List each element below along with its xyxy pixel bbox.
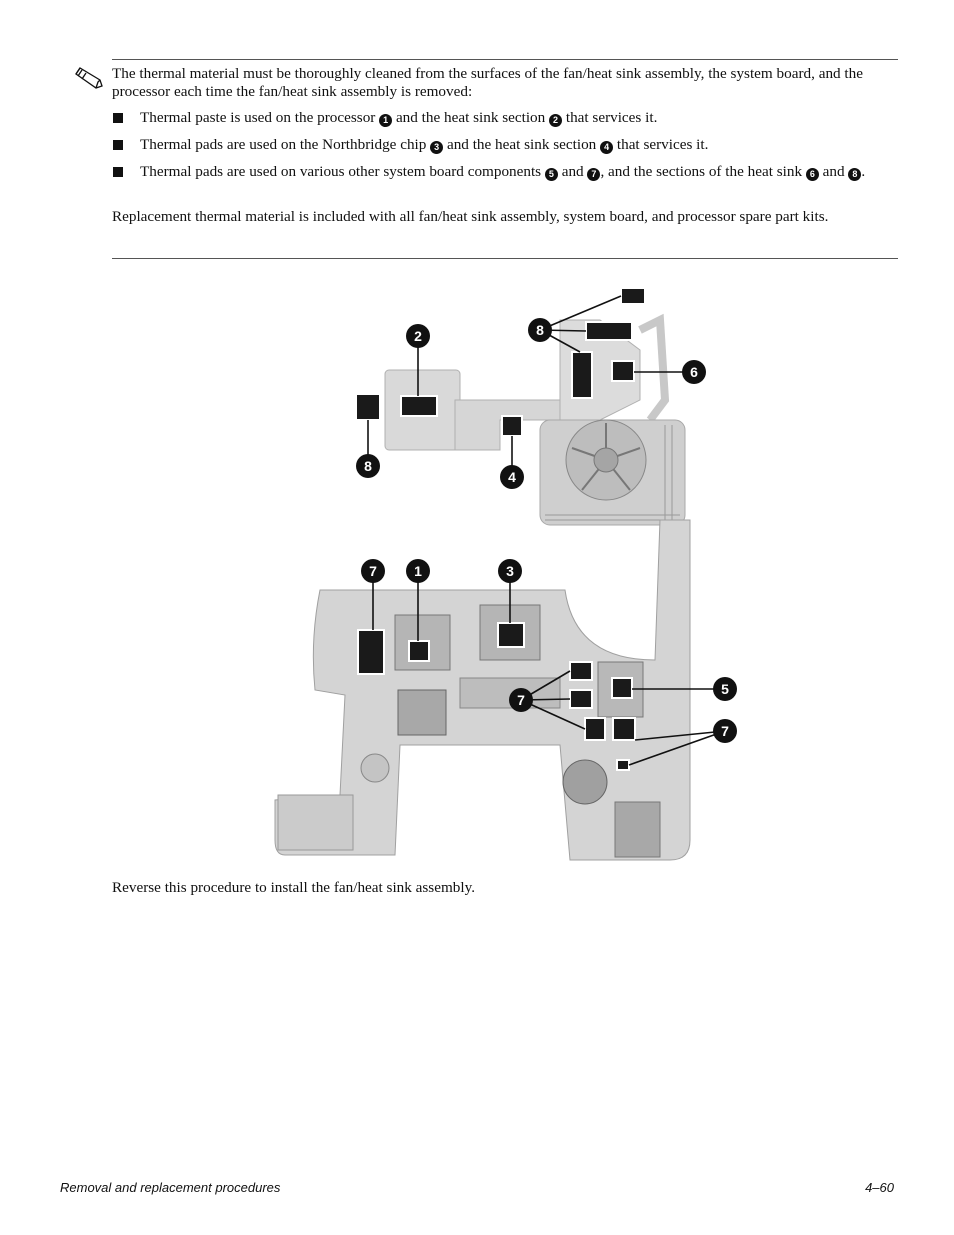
thermal-bullet-list: Thermal paste is used on the processor 1… xyxy=(112,109,872,190)
svg-text:7: 7 xyxy=(369,563,377,579)
callout-markers: 2 8 4 8 6 7 1 3 5 7 7 xyxy=(356,318,737,743)
svg-text:8: 8 xyxy=(536,322,544,338)
svg-text:2: 2 xyxy=(414,328,422,344)
bullet-square-icon xyxy=(113,140,123,150)
bullet-square-icon xyxy=(113,167,123,177)
figure-callout-6: 6 xyxy=(682,360,706,384)
svg-text:8: 8 xyxy=(364,458,372,474)
bullet-item-processor: Thermal paste is used on the processor 1… xyxy=(112,109,872,127)
svg-text:3: 3 xyxy=(506,563,514,579)
reverse-procedure-text: Reverse this procedure to install the fa… xyxy=(112,879,475,896)
figure-callout-7c: 7 xyxy=(713,719,737,743)
svg-text:5: 5 xyxy=(721,681,729,697)
bullet-item-other-components: Thermal pads are used on various other s… xyxy=(112,163,872,181)
svg-text:1: 1 xyxy=(414,563,422,579)
figure-callout-3: 3 xyxy=(498,559,522,583)
svg-text:7: 7 xyxy=(517,692,525,708)
callout-5-icon: 5 xyxy=(544,168,558,181)
svg-text:6: 6 xyxy=(690,364,698,380)
top-rule xyxy=(112,59,898,60)
bottom-rule xyxy=(112,258,898,259)
figure-callout-8b: 8 xyxy=(528,318,552,342)
callout-8-icon: 8 xyxy=(848,168,862,181)
callout-3-icon: 3 xyxy=(430,141,444,154)
note-intro: The thermal material must be thoroughly … xyxy=(112,65,863,100)
figure-callout-8a: 8 xyxy=(356,454,380,478)
callout-4-icon: 4 xyxy=(600,141,614,154)
svg-text:7: 7 xyxy=(721,723,729,739)
fan-heat-sink-assembly xyxy=(384,313,686,526)
pencil-note-icon xyxy=(75,67,103,89)
svg-text:4: 4 xyxy=(508,469,516,485)
figure-callout-7a: 7 xyxy=(361,559,385,583)
figure-callout-2: 2 xyxy=(406,324,430,348)
bullet-item-northbridge: Thermal pads are used on the Northbridge… xyxy=(112,136,872,154)
footer-page-number: 4–60 xyxy=(865,1180,894,1195)
figure-callout-1: 1 xyxy=(406,559,430,583)
figure-callout-7b: 7 xyxy=(509,688,533,712)
thermal-material-figure: 2 8 4 8 6 7 1 3 5 7 7 xyxy=(274,287,737,861)
footer-section-title: Removal and replacement procedures xyxy=(60,1180,281,1195)
bullet-square-icon xyxy=(113,113,123,123)
thermal-pads xyxy=(355,287,646,771)
callout-2-icon: 2 xyxy=(549,114,563,127)
figure-callout-5: 5 xyxy=(713,677,737,701)
replacement-note: Replacement thermal material is included… xyxy=(112,208,829,225)
figure-callout-4: 4 xyxy=(500,465,524,489)
callout-6-icon: 6 xyxy=(805,168,819,181)
callout-7-icon: 7 xyxy=(587,168,601,181)
callout-1-icon: 1 xyxy=(379,114,393,127)
